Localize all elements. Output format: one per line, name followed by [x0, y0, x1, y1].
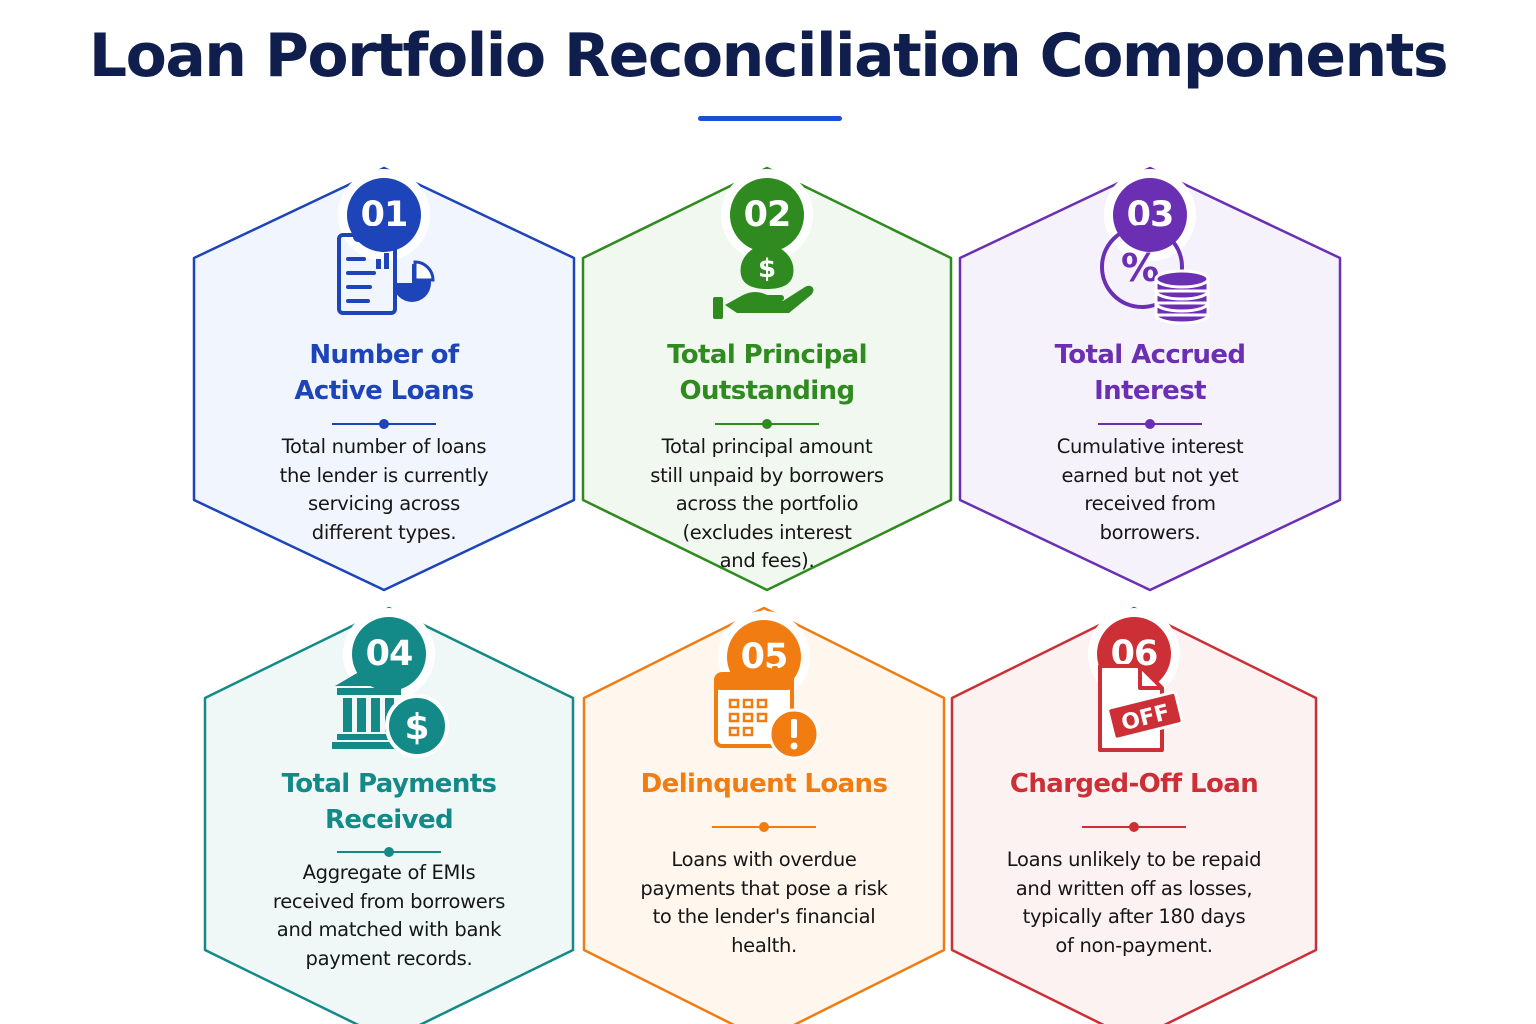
card-description: Total number of loans the lender is curr… [279, 435, 489, 544]
bank-dollar-icon: $ [329, 660, 449, 760]
card-number-badge: 01 [347, 178, 421, 252]
card-divider [715, 419, 819, 429]
card-description: Cumulative interest earned but not yet r… [1056, 435, 1244, 544]
card-title: Charged-Off Loan [1009, 769, 1259, 799]
card-description: Total principal amount still unpaid by b… [650, 435, 884, 573]
hexagon-frame [581, 166, 953, 592]
hexagon-frame [192, 166, 576, 592]
card-title-line2: Active Loans [294, 376, 474, 406]
hexagon-frame [950, 606, 1318, 1024]
card-number-badge: 02 [730, 178, 804, 252]
card-title-line1: Number of [309, 340, 459, 370]
clipboard-pie-chart-icon [324, 225, 444, 325]
svg-text:$: $ [758, 254, 776, 284]
card-title-line2: Interest [1094, 376, 1206, 406]
card-description: Aggregate of EMIs received from borrower… [272, 861, 506, 970]
card-title-line2: Outstanding [679, 376, 855, 406]
hexagon-frame [582, 606, 946, 1024]
card-title-line1: Total Payments [281, 769, 497, 799]
document-off-icon: OFF [1074, 662, 1194, 762]
calendar-warning-icon [704, 662, 824, 762]
card-divider [332, 419, 436, 429]
percent-coins-icon: % [1090, 225, 1210, 325]
hexagon-frame [958, 166, 1342, 592]
card-title-line1: Total Accrued [1054, 340, 1246, 370]
card-title-line2: Received [324, 805, 454, 835]
card-title: Delinquent Loans [640, 769, 888, 799]
card-title-line1: Total Principal [667, 340, 867, 370]
card-description: Loans with overdue payments that pose a … [640, 848, 888, 957]
card-divider [337, 847, 441, 857]
title-underline [698, 116, 842, 121]
card-divider [712, 822, 816, 832]
page-title: Loan Portfolio Reconciliation Components [88, 21, 1449, 91]
svg-text:$: $ [404, 707, 429, 748]
svg-text:%: % [1121, 246, 1159, 290]
card-divider [1098, 419, 1202, 429]
card-divider [1082, 822, 1186, 832]
money-bag-hand-icon: $ [707, 225, 827, 325]
hexagon-frame [203, 606, 575, 1024]
card-description: Loans unlikely to be repaid and written … [1006, 848, 1262, 957]
